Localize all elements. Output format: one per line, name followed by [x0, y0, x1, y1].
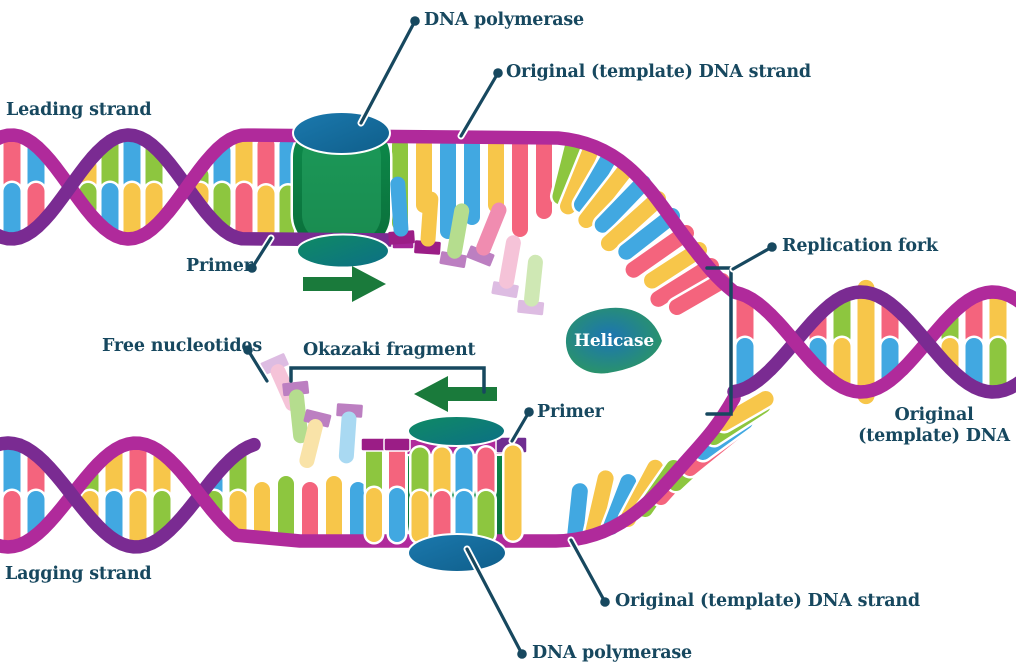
label-helicase: Helicase — [574, 331, 654, 351]
label-replication-fork: Replication fork — [782, 236, 938, 256]
label-leading-strand: Leading strand — [6, 100, 152, 120]
label-primer-bottom: Primer — [537, 402, 604, 422]
label-dna-polymerase-top: DNA polymerase — [424, 10, 584, 30]
label-primer-top: Primer — [186, 256, 253, 276]
label-dna-polymerase-bottom: DNA polymerase — [532, 643, 692, 663]
label-original-template-dna: Original (template) DNA — [858, 405, 1010, 447]
label-original-template-strand-bottom: Original (template) DNA strand — [615, 591, 920, 611]
label-free-nucleotides: Free nucleotides — [102, 336, 263, 356]
label-original-template-strand-top: Original (template) DNA strand — [506, 62, 811, 82]
label-okazaki-fragment: Okazaki fragment — [303, 340, 476, 360]
label-lagging-strand: Lagging strand — [5, 564, 152, 584]
